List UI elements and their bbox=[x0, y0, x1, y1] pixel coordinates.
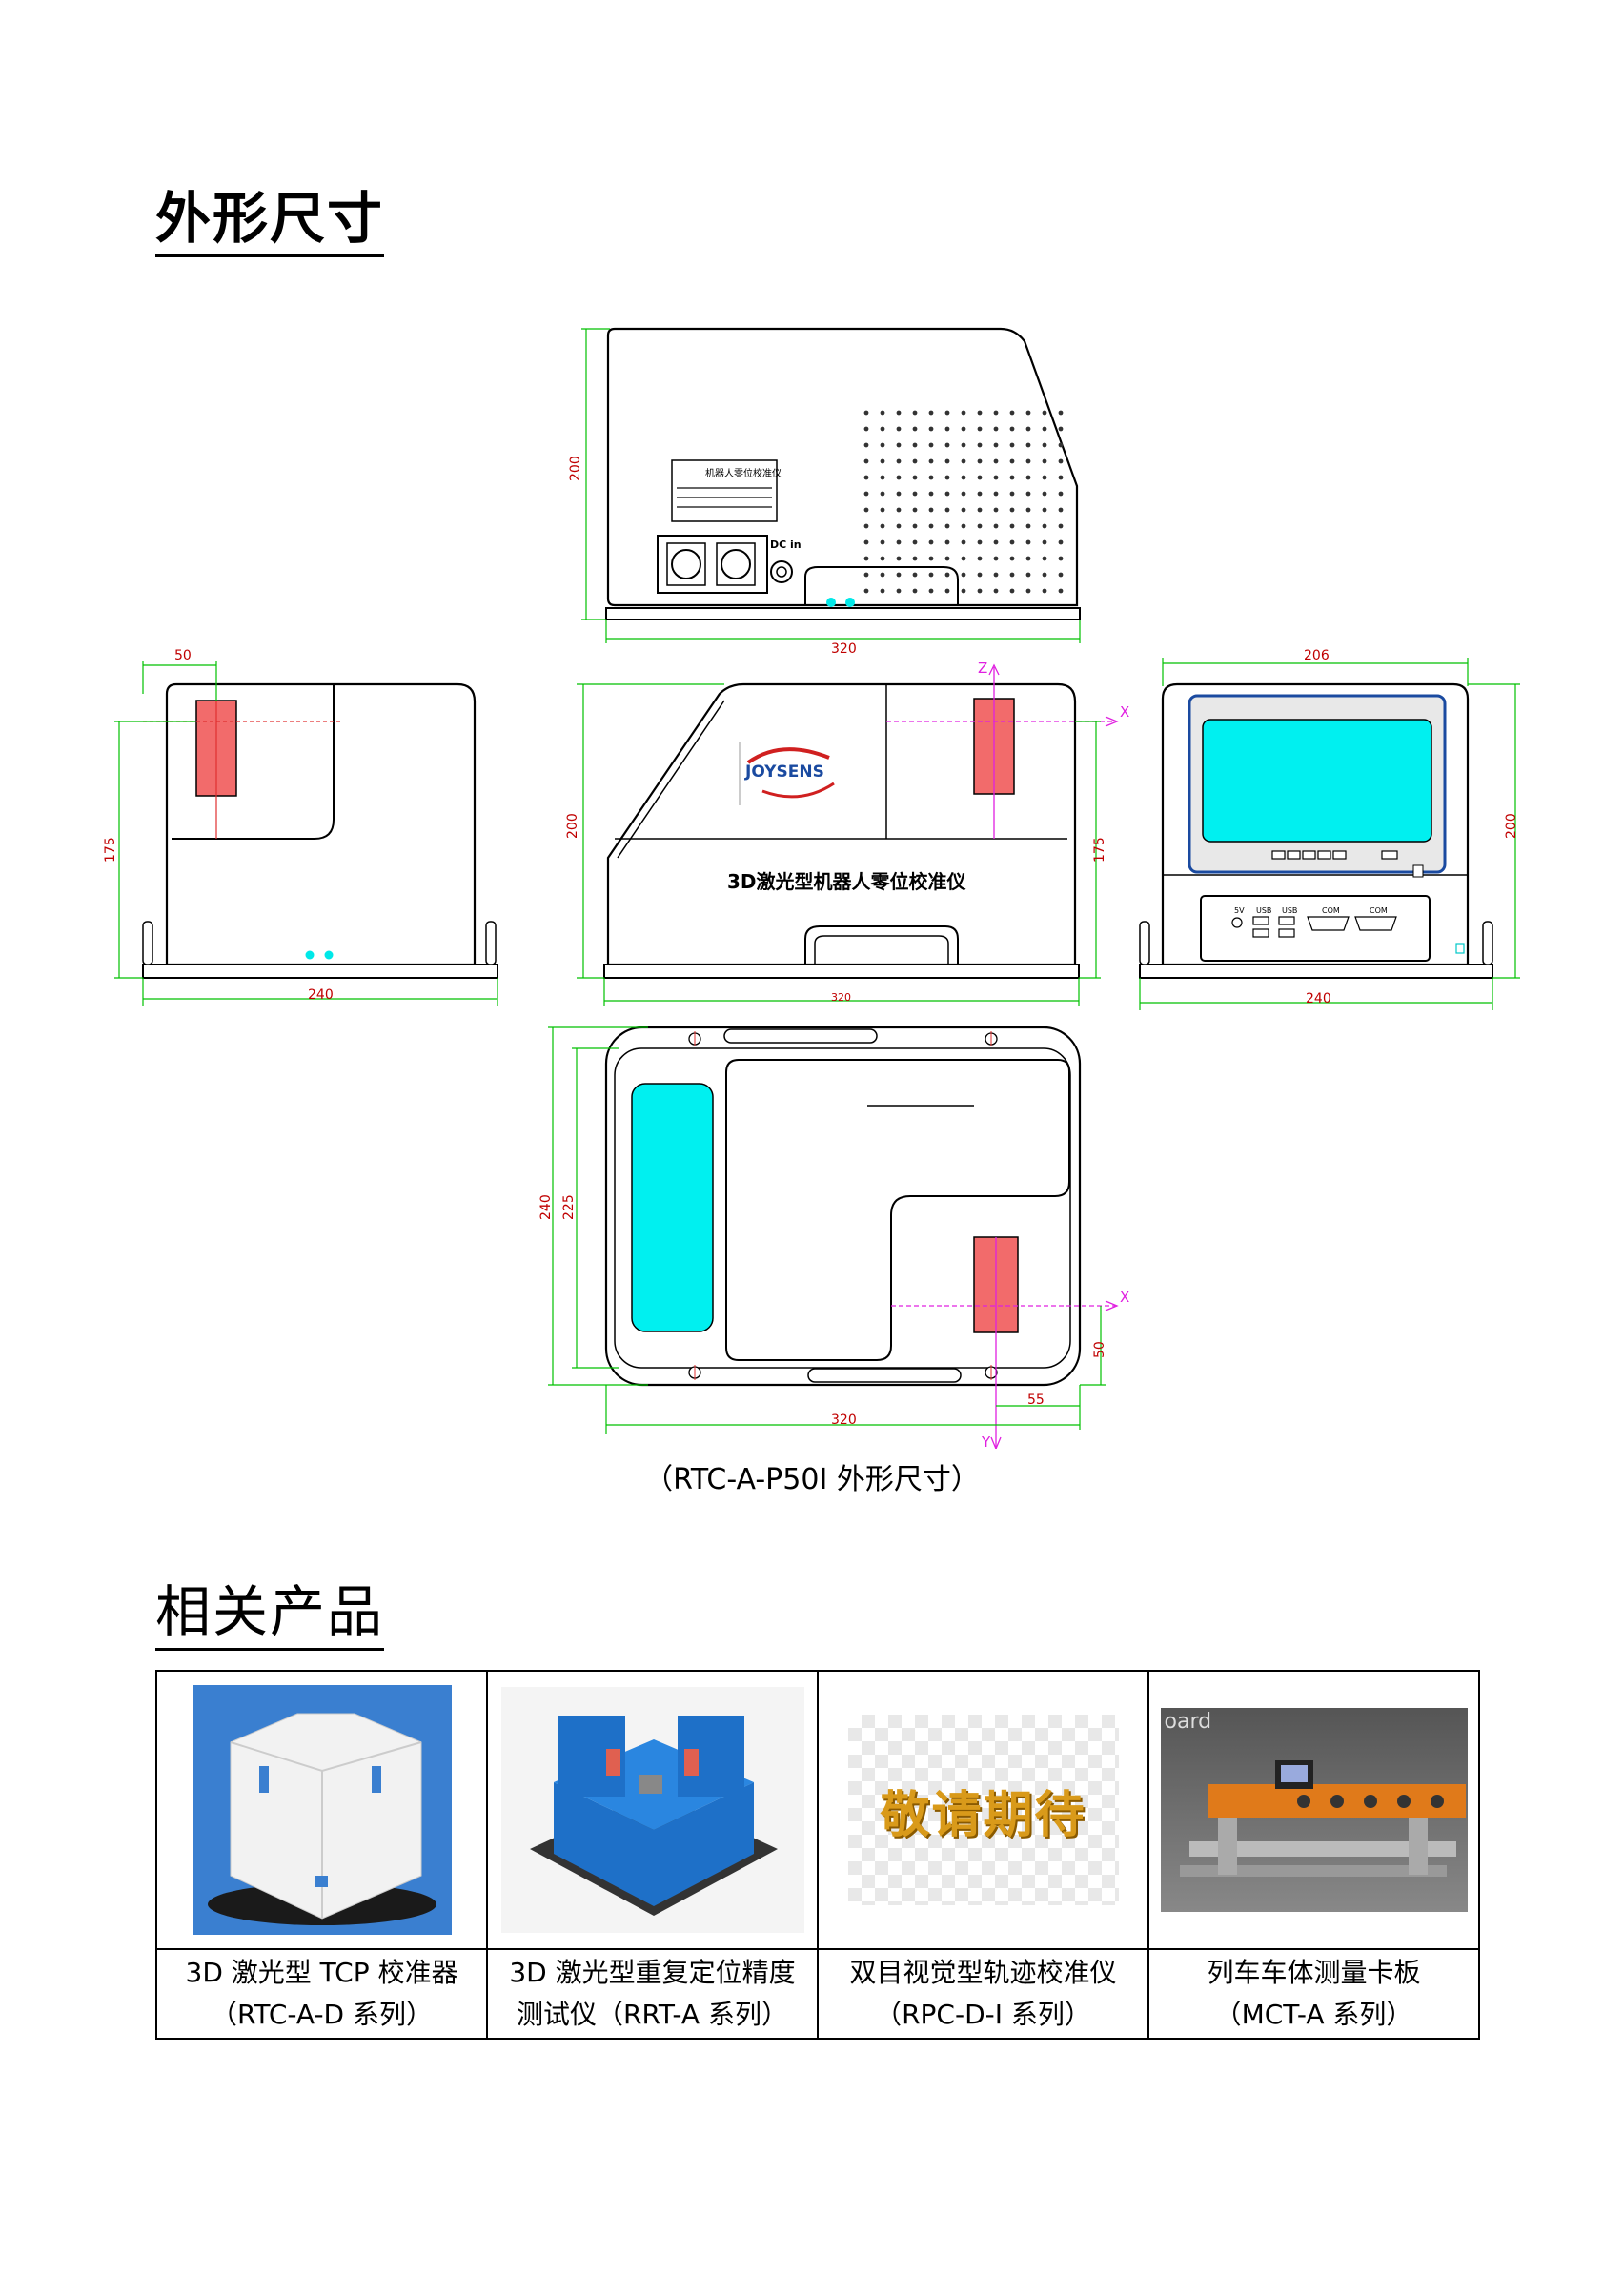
product-image-coming-soon: 敬请期待 bbox=[847, 1715, 1119, 1905]
dim-front-left-height: 200 bbox=[565, 813, 580, 839]
axis-z-label: Z bbox=[978, 660, 987, 677]
dim-left-width: 240 bbox=[308, 987, 334, 1003]
axis-x-label-bottom: X bbox=[1120, 1289, 1129, 1306]
port-label-usb-2: USB bbox=[1282, 906, 1297, 915]
section-title-related-products: 相关产品 bbox=[155, 1584, 385, 1651]
dim-bottom-inner: 225 bbox=[561, 1194, 577, 1220]
product-image-tcp-calibrator bbox=[192, 1685, 452, 1935]
right-view: 5V USB USB COM COM 206 200 bbox=[1139, 648, 1520, 1010]
dim-right-width: 240 bbox=[1306, 991, 1331, 1006]
dim-bottom-offset-x: 55 bbox=[1027, 1392, 1045, 1408]
axis-x-label: X bbox=[1120, 703, 1129, 721]
dc-in-label: DC in bbox=[770, 538, 802, 551]
dim-bottom-width: 320 bbox=[831, 1412, 857, 1428]
product-image-cell-4: oard bbox=[1147, 1670, 1480, 1950]
front-view: JOYSENS 3D激光型机器人零位校准仪 Z X 200 175 320 bbox=[565, 660, 1129, 1006]
port-label-usb-1: USB bbox=[1256, 906, 1271, 915]
dim-bottom-outer: 240 bbox=[538, 1194, 554, 1220]
dim-front-width: 320 bbox=[831, 991, 851, 1004]
dim-left-top: 50 bbox=[174, 648, 192, 663]
dimension-drawing: 机器人零位校准仪 DC in 200 320 bbox=[103, 327, 1520, 1449]
product-image-repeatability-tester bbox=[500, 1687, 804, 1933]
nameplate-text: 机器人零位校准仪 bbox=[705, 467, 782, 479]
top-view: 机器人零位校准仪 DC in 200 320 bbox=[568, 327, 1081, 657]
axis-y-label: Y bbox=[981, 1433, 991, 1449]
bottom-view: X Y 240 225 50 55 320 bbox=[538, 1026, 1129, 1449]
product-image-cell-1 bbox=[155, 1670, 488, 1950]
product-image-train-gauge: oard bbox=[1160, 1708, 1468, 1912]
port-label-com-1: COM bbox=[1322, 906, 1340, 915]
dim-right-height: 200 bbox=[1504, 813, 1519, 839]
product-name-4: 列车车体测量卡板（MCT-A 系列） bbox=[1147, 1948, 1480, 2040]
dim-front-right-height: 175 bbox=[1092, 837, 1107, 863]
dim-bottom-offset-y: 50 bbox=[1092, 1341, 1107, 1358]
product-image-cell-3: 敬请期待 bbox=[817, 1670, 1149, 1950]
product-name-1: 3D 激光型 TCP 校准器（RTC-A-D 系列） bbox=[155, 1948, 488, 2040]
port-label-com-2: COM bbox=[1370, 906, 1388, 915]
section-title-dimensions: 外形尺寸 bbox=[155, 191, 385, 257]
port-label-5v: 5V bbox=[1234, 906, 1245, 915]
product-image-cell-2 bbox=[486, 1670, 819, 1950]
dim-top-width: 320 bbox=[831, 641, 857, 657]
coming-soon-text: 敬请期待 bbox=[880, 1786, 1086, 1844]
dim-right-top: 206 bbox=[1304, 648, 1330, 663]
drawing-caption: （RTC-A-P50I 外形尺寸） bbox=[644, 1463, 980, 1496]
dim-top-height: 200 bbox=[568, 456, 583, 481]
board-text: oard bbox=[1164, 1710, 1212, 1734]
left-view: 50 175 240 bbox=[103, 648, 498, 1006]
brand-logo: JOYSENS bbox=[744, 762, 824, 782]
product-name-2: 3D 激光型重复定位精度测试仪（RRT-A 系列） bbox=[486, 1948, 819, 2040]
dim-left-height: 175 bbox=[103, 837, 118, 863]
front-product-name: 3D激光型机器人零位校准仪 bbox=[727, 870, 967, 893]
related-products-table: 敬请期待 oard 3D 激光型 TCP 校准器（RTC-A-D 系列） bbox=[155, 1670, 1480, 2040]
product-name-3: 双目视觉型轨迹校准仪（RPC-D-I 系列） bbox=[817, 1948, 1149, 2040]
